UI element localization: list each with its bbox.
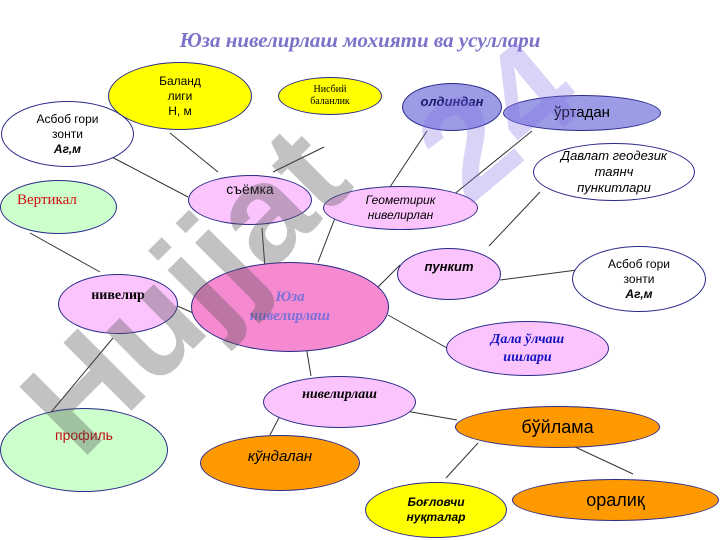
node-oldindan: олдиндан (402, 83, 502, 131)
node-text: зонти (623, 271, 655, 286)
node-text: Юза (275, 289, 305, 306)
node-text: Геометирик (365, 193, 436, 207)
node-punkit: пункит (397, 248, 501, 300)
node-text: Асбоб гори (36, 111, 99, 126)
node-text: пункитлари (577, 180, 651, 196)
node-text: Асбоб гори (608, 256, 670, 271)
node-buylama: бўйлама (455, 406, 660, 448)
node-text: лиги (167, 88, 193, 103)
node-text: нивелирлаш (249, 308, 331, 324)
node-syomka: съёмка (188, 175, 312, 225)
node-text: Боғловчи (407, 495, 465, 509)
node-text: Н, м (168, 103, 192, 118)
node-text: Аг,м (625, 286, 653, 301)
node-text: ишлари (503, 349, 552, 365)
node-urtadan: ўртадан (503, 95, 661, 131)
node-oraliq: оралиқ (512, 479, 719, 521)
node-text: Баланд (159, 73, 201, 88)
page-title: Юза нивелирлаш мохияти ва усуллари (179, 28, 541, 52)
node-text: нуқталар (406, 510, 466, 524)
node-text: зонти (52, 126, 83, 141)
node-nivelir: нивелир (58, 274, 178, 334)
node-text: баланлик (310, 96, 350, 107)
node-center-yuza-nivelirlash: Юза нивелирлаш (191, 262, 389, 352)
node-vertikal: Вертикал (0, 180, 117, 234)
node-text: Дала ўлчаш (490, 332, 565, 347)
node-dala: Дала ўлчаш ишлари (446, 321, 609, 376)
node-kundalan: кўндалан (200, 435, 360, 491)
node-text: Нисбий (313, 83, 347, 95)
node-text: Аг,м (53, 141, 82, 156)
node-nivelirlash: нивелирлаш (263, 376, 416, 428)
node-text: таянч (594, 163, 634, 179)
node-text: Давлат геодезик (560, 147, 668, 163)
node-profil: профиль (0, 408, 168, 492)
node-text: нивелирлан (367, 208, 434, 222)
